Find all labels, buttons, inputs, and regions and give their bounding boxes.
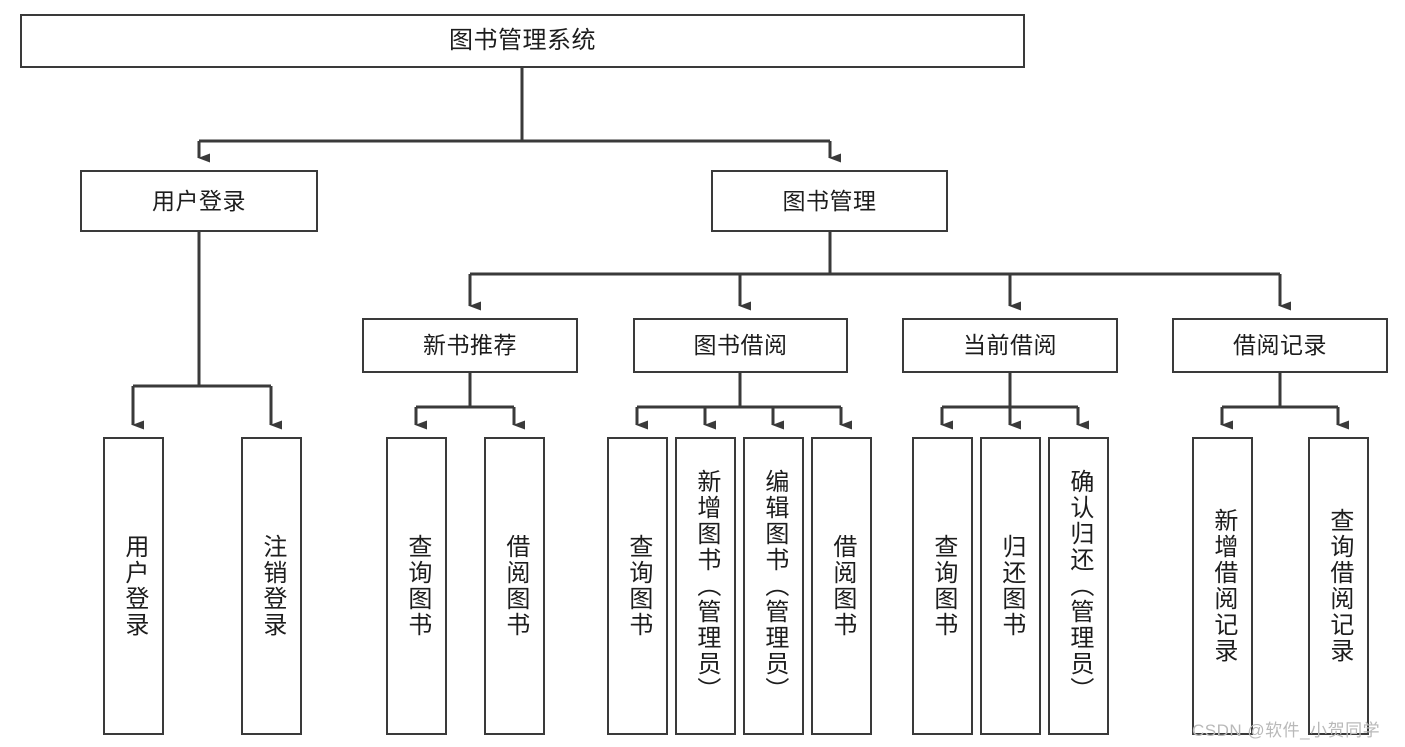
node-current-borrow[interactable]: 当前借阅 [902,318,1118,373]
node-label: 借阅图书 [828,534,856,638]
node-label: 图书管理 [782,187,877,214]
node-label: 用户登录 [120,534,148,638]
node-leaf-borrow-book-1[interactable]: 借阅图书 [484,437,545,735]
node-label: 图书借阅 [693,332,788,359]
node-leaf-edit-book[interactable]: 编辑图书（管理员） [743,437,804,735]
node-label: 新书推荐 [423,332,517,359]
node-user-login[interactable]: 用户登录 [80,170,318,232]
node-label: 编辑图书（管理员） [760,469,788,703]
node-label: 借阅记录 [1233,332,1327,359]
node-leaf-user-login[interactable]: 用户登录 [103,437,164,735]
node-book-management[interactable]: 图书管理 [711,170,948,232]
node-label: 新增图书（管理员） [692,469,720,703]
node-label: 查询图书 [624,534,652,638]
node-root-system[interactable]: 图书管理系统 [20,14,1025,68]
node-label: 注销登录 [258,534,286,638]
node-label: 查询图书 [929,534,957,638]
node-label: 查询借阅记录 [1325,508,1353,664]
node-label: 用户登录 [152,187,246,214]
node-label: 归还图书 [997,534,1025,638]
node-label: 新增借阅记录 [1209,508,1237,664]
node-label: 图书管理系统 [449,27,596,55]
node-leaf-query-book-1[interactable]: 查询图书 [386,437,447,735]
node-label: 确认归还（管理员） [1065,469,1093,703]
node-new-book-recommend[interactable]: 新书推荐 [362,318,578,373]
node-leaf-borrow-book-2[interactable]: 借阅图书 [811,437,872,735]
node-book-borrow[interactable]: 图书借阅 [633,318,848,373]
node-label: 当前借阅 [963,332,1057,359]
node-leaf-query-record[interactable]: 查询借阅记录 [1308,437,1369,735]
watermark: CSDN @软件_小贺同学 [1192,721,1381,740]
node-leaf-add-book[interactable]: 新增图书（管理员） [675,437,736,735]
node-leaf-query-book-3[interactable]: 查询图书 [912,437,973,735]
node-leaf-return-book[interactable]: 归还图书 [980,437,1041,735]
node-leaf-query-book-2[interactable]: 查询图书 [607,437,668,735]
node-label: 查询图书 [403,534,431,638]
node-borrow-record[interactable]: 借阅记录 [1172,318,1388,373]
node-leaf-user-logout[interactable]: 注销登录 [241,437,302,735]
node-leaf-add-record[interactable]: 新增借阅记录 [1192,437,1253,735]
node-label: 借阅图书 [501,534,529,638]
node-leaf-confirm-return[interactable]: 确认归还（管理员） [1048,437,1109,735]
